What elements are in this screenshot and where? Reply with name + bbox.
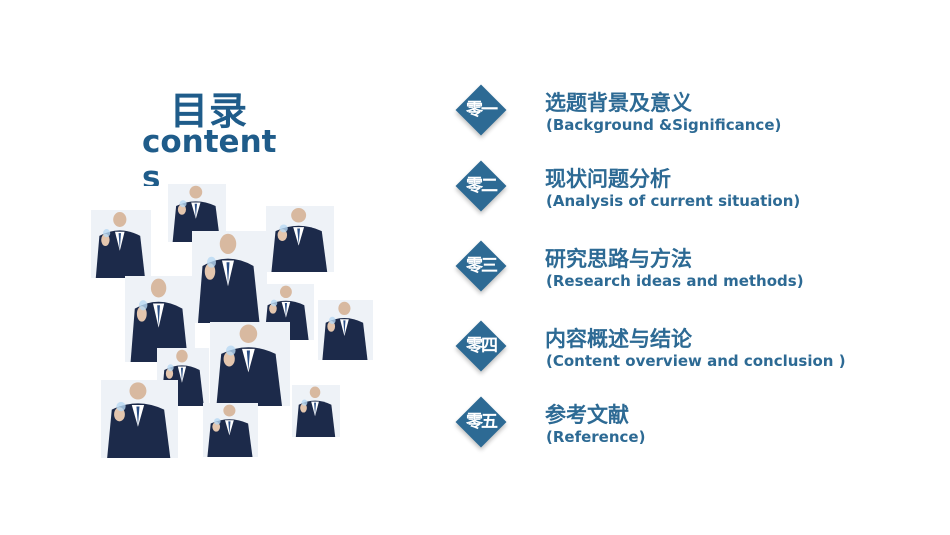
collage-photo <box>168 184 226 242</box>
menu-item-subtitle: (Background &Significance) <box>546 116 782 134</box>
menu-item-subtitle: (Analysis of current situation) <box>546 192 801 210</box>
page-title-en: contents <box>142 124 277 186</box>
menu-item-title: 参考文献 <box>545 403 629 427</box>
menu-item-background[interactable]: 零一 选题背景及意义 (Background &Significance) <box>455 84 925 144</box>
collage-photo <box>101 380 178 458</box>
menu-item-content[interactable]: 零四 内容概述与结论 (Content overview and conclus… <box>455 320 925 380</box>
collage-photo <box>125 276 195 362</box>
collage-photo <box>203 403 258 457</box>
collage-photo <box>210 322 290 406</box>
menu-item-subtitle: (Research ideas and methods) <box>546 272 804 290</box>
collage-photo <box>192 231 267 323</box>
diamond-number-badge: 零二 <box>455 160 507 212</box>
menu-item-title: 研究思路与方法 <box>545 247 692 271</box>
menu-item-research[interactable]: 零三 研究思路与方法 (Research ideas and methods) <box>455 240 925 300</box>
collage-photo <box>292 385 340 437</box>
diamond-number-badge: 零一 <box>455 84 507 136</box>
menu-item-title: 现状问题分析 <box>545 167 671 191</box>
collage-photo <box>266 206 334 272</box>
menu-item-subtitle: (Content overview and conclusion ) <box>546 352 846 370</box>
menu-item-analysis[interactable]: 零二 现状问题分析 (Analysis of current situation… <box>455 160 925 220</box>
menu-item-title: 内容概述与结论 <box>545 327 692 351</box>
menu-item-title: 选题背景及意义 <box>545 91 692 115</box>
diamond-number-badge: 零四 <box>455 320 507 372</box>
diamond-number-badge: 零三 <box>455 240 507 292</box>
page-title-cn: 目录 <box>170 89 249 133</box>
diamond-number-badge: 零五 <box>455 396 507 448</box>
collage-photo <box>318 300 373 360</box>
menu-item-subtitle: (Reference) <box>546 428 646 446</box>
collage-photo <box>91 210 151 278</box>
menu-item-reference[interactable]: 零五 参考文献 (Reference) <box>455 396 925 456</box>
